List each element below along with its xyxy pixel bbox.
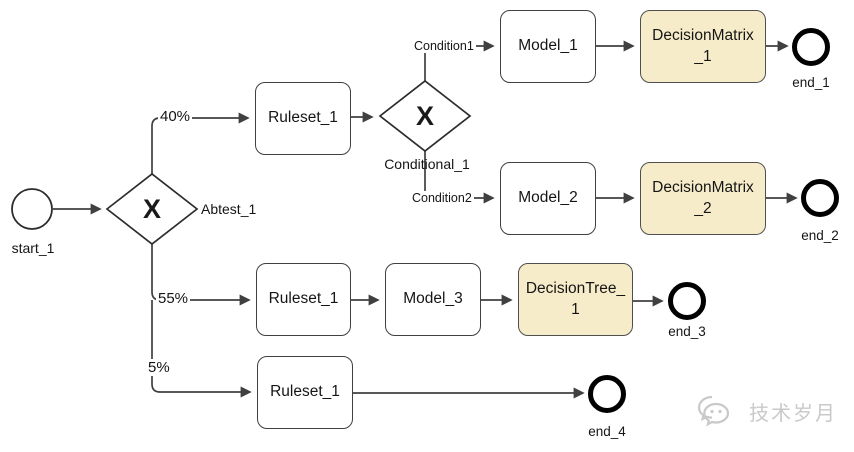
- watermark: 技术岁月: [697, 391, 847, 431]
- task-label: Model_1: [518, 37, 578, 55]
- end3-label: end_3: [668, 324, 706, 339]
- task-label-line2: _1: [694, 47, 712, 65]
- end1-label: end_1: [792, 75, 830, 90]
- task-decision-matrix-2: DecisionMatrix _2: [640, 162, 766, 235]
- edge-label-5pct: 5%: [146, 359, 172, 376]
- edge-5pct: [151, 300, 252, 398]
- edge-label-55pct: 55%: [156, 290, 191, 307]
- task-ruleset-55: Ruleset_1: [256, 263, 351, 336]
- end4-event-circle: [588, 375, 626, 413]
- end2-label: end_2: [801, 228, 839, 243]
- task-model-1: Model_1: [500, 10, 596, 83]
- edge-label-condition1: Condition1: [412, 39, 476, 53]
- wechat-icon: [697, 395, 730, 427]
- abtest-gateway-label: Abtest_1: [201, 201, 257, 217]
- task-model-2: Model_2: [500, 162, 596, 235]
- start-label: start_1: [11, 240, 55, 256]
- task-decision-matrix-1: DecisionMatrix _1: [640, 10, 766, 83]
- abtest-gateway-diamond: [105, 172, 199, 246]
- task-label-line1: DecisionMatrix: [652, 27, 754, 45]
- end3-event-circle: [668, 282, 706, 320]
- end4-label: end_4: [588, 424, 626, 439]
- end2-event-circle: [801, 179, 839, 217]
- task-label-line2: _2: [694, 199, 712, 217]
- task-label-line2: 1: [571, 300, 580, 318]
- edge-label-condition2: Condition2: [410, 191, 474, 205]
- start-event-circle: [11, 188, 53, 230]
- conditional-gateway-diamond: [378, 79, 472, 153]
- task-label: Model_3: [403, 290, 463, 308]
- watermark-text: 技术岁月: [749, 402, 837, 425]
- edge-label-40pct: 40%: [158, 108, 193, 125]
- task-ruleset-5: Ruleset_1: [257, 356, 353, 429]
- conditional-gateway-x-icon: X: [415, 100, 434, 131]
- end1-event-circle: [792, 28, 830, 66]
- conditional-gateway-label: Conditional_1: [384, 156, 470, 172]
- task-label: Ruleset_1: [268, 109, 338, 127]
- task-label-line1: DecisionTree_: [525, 280, 626, 298]
- task-ruleset-40: Ruleset_1: [255, 82, 351, 155]
- task-label-line1: DecisionMatrix: [652, 179, 754, 197]
- abtest-gateway-x-icon: X: [142, 193, 161, 224]
- task-model-3: Model_3: [385, 263, 481, 336]
- task-decision-tree-1: DecisionTree_ 1: [518, 263, 633, 336]
- task-label: Ruleset_1: [270, 383, 340, 401]
- task-label: Model_2: [518, 189, 578, 207]
- task-label: Ruleset_1: [268, 290, 339, 308]
- edge-40pct: [151, 112, 250, 174]
